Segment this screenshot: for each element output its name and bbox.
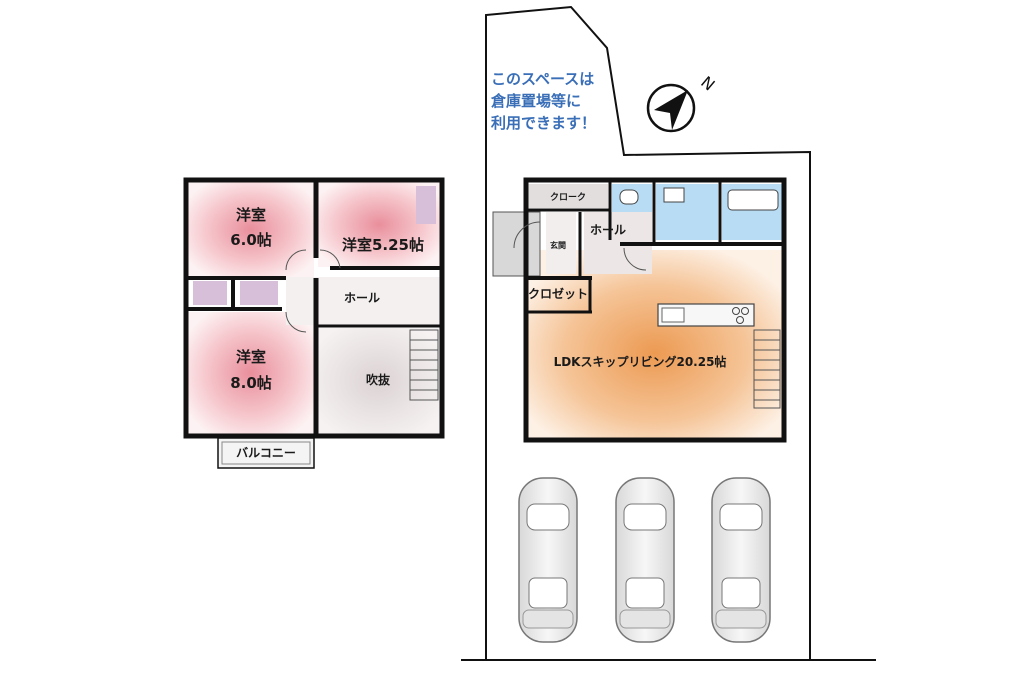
closet-b-fill — [240, 281, 278, 305]
bedroom-525-label: 洋室5.25帖 — [342, 236, 424, 254]
lot-boundary — [461, 5, 876, 661]
car-icon — [615, 477, 675, 643]
bedroom-8-fill — [188, 312, 314, 434]
void-label: 吹抜 — [366, 372, 391, 387]
stove-icon — [732, 307, 740, 315]
closet-a-fill — [193, 281, 227, 305]
compass-icon: N — [646, 72, 719, 133]
cloak-label: クローク — [550, 192, 586, 203]
kitchen-sink-icon — [661, 307, 685, 323]
bedroom-6-size: 6.0帖 — [230, 231, 272, 249]
hall-1f-label: ホール — [590, 223, 626, 237]
note-line-1: このスペースは — [491, 70, 594, 88]
bedroom-8-name: 洋室 — [236, 348, 266, 366]
bedroom-6-name: 洋室 — [236, 206, 266, 224]
ldk-label: LDKスキップリビング20.25帖 — [554, 354, 727, 369]
note-line-3: 利用できます！ — [491, 114, 596, 132]
cloak-fill — [528, 184, 608, 208]
bathtub-icon — [727, 189, 779, 211]
ldk-fill — [528, 250, 782, 438]
car-icon — [711, 477, 771, 643]
balcony-label: バルコニー — [236, 446, 296, 460]
first-floor-plan: クローク 玄関 ホール クロゼット LDKスキップリビング20.25帖 — [492, 177, 787, 443]
second-floor-plan: 洋室 6.0帖 洋室5.25帖 洋室 8.0帖 ホール 吹抜 バルコニー — [183, 177, 445, 469]
bedroom-8-size: 8.0帖 — [230, 374, 272, 392]
hall-2f-fill — [286, 277, 440, 325]
bedroom-6-fill — [188, 182, 314, 277]
car-icon — [518, 477, 578, 643]
closet-c-fill — [416, 186, 436, 224]
balcony — [217, 437, 315, 469]
entrance-fill — [546, 212, 576, 274]
note-line-2: 倉庫置場等に — [490, 92, 581, 110]
storage-space-note: このスペースは 倉庫置場等に 利用できます！ — [490, 70, 596, 132]
hall-2f-label: ホール — [344, 291, 380, 305]
entrance-label: 玄関 — [550, 240, 566, 250]
sink-icon — [663, 187, 685, 203]
parking-area — [518, 477, 771, 643]
toilet-icon — [619, 189, 639, 205]
closet-1f-label: クロゼット — [528, 286, 588, 301]
compass-north-label: N — [697, 72, 718, 94]
porch — [492, 211, 541, 277]
void-fill — [316, 328, 440, 434]
